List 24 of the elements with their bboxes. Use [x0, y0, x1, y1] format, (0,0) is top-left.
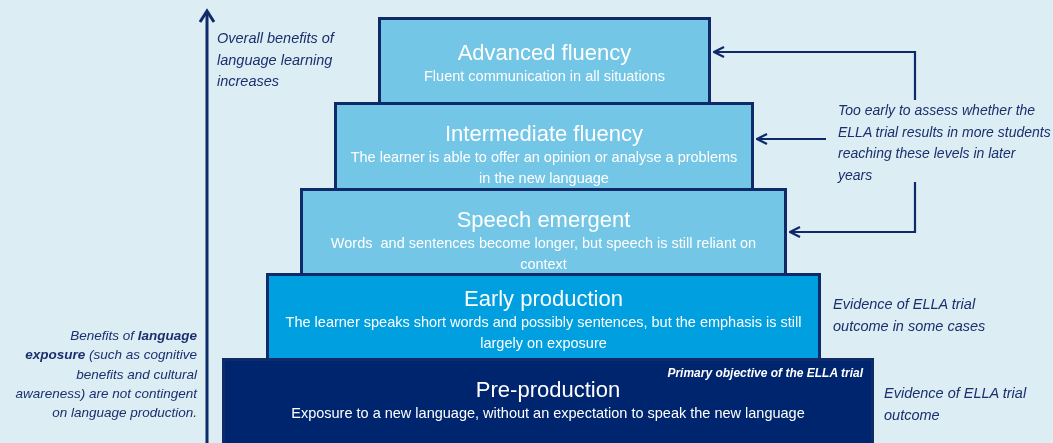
tier-title: Pre-production	[474, 377, 622, 403]
tier-title: Early production	[463, 286, 624, 312]
axis-note: Benefits of language exposure (such as cognitive benefits and cultural awareness) are not contingent on language production.	[14, 327, 197, 423]
evidence-note: Evidence of ELLA trial outcome in some cases	[833, 295, 987, 336]
tier-description: Fluent communication in all situations	[423, 67, 666, 86]
tier-title: Intermediate fluency	[443, 121, 645, 147]
tier-description: Words and sentences become longer, but speech is still reliant on context	[329, 234, 758, 274]
arrow	[712, 45, 917, 100]
axis-note: Overall benefits of language learning increases	[217, 29, 335, 91]
tier-description: The learner speaks short words and possibly sentences, but the emphasis is still largely on exposure	[284, 313, 803, 353]
evidence-note: Evidence of ELLA trial outcome	[884, 384, 1028, 425]
arrow	[755, 132, 826, 146]
tier-title: Speech emergent	[455, 207, 632, 233]
tier-title: Advanced fluency	[456, 40, 633, 66]
pyramid-tier	[222, 358, 874, 443]
arrow	[788, 182, 917, 239]
tier-description: Exposure to a new language, without an expectation to speak the new language	[290, 404, 806, 423]
tier-description: The learner is able to offer an opinion or analyse a problems in the new language	[349, 148, 739, 188]
pyramid-tier	[300, 188, 787, 273]
annotation-text: Too early to assess whether the ELLA trial results in more students reaching these levels in later years	[838, 101, 1052, 185]
pyramid-tier	[378, 17, 711, 102]
objective-note: Primary objective of the ELLA trial	[667, 366, 863, 380]
pyramid-tier	[266, 273, 821, 358]
pyramid-tier	[334, 102, 754, 188]
